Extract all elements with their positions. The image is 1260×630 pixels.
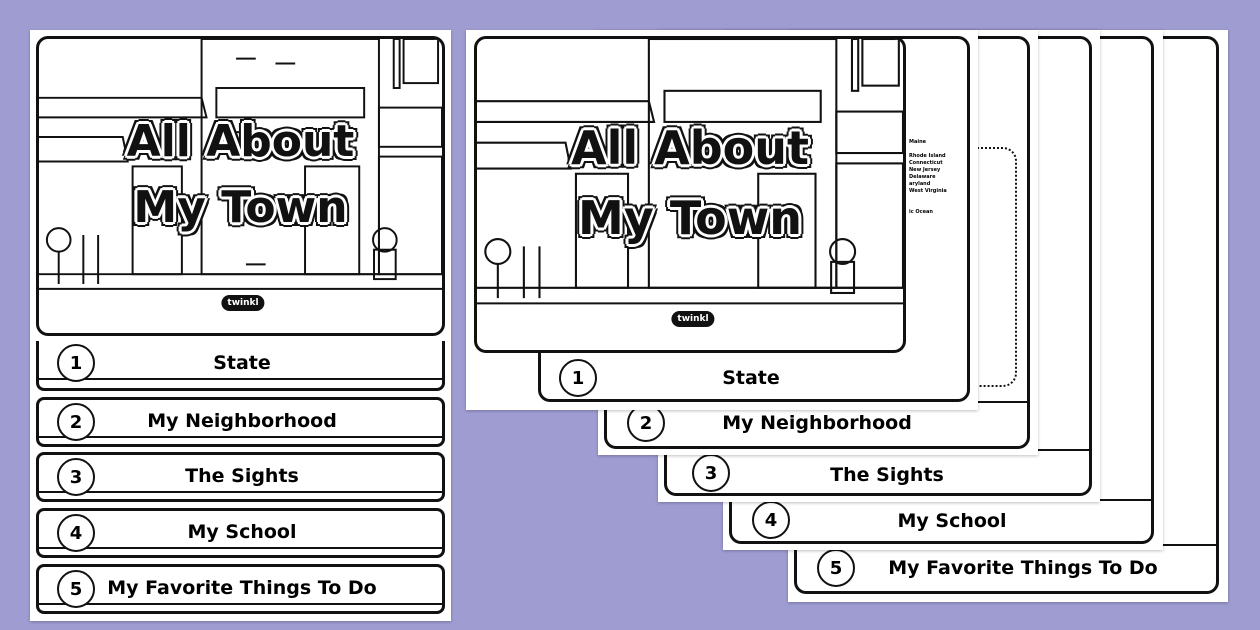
section-number: 5 (57, 570, 95, 608)
section-strip-4: 4 My School (36, 508, 445, 558)
section-label: State (722, 367, 780, 389)
cover-title-line2: My Town (578, 191, 802, 245)
cover-illustration: All About My Town twinkl (36, 36, 445, 336)
section-strip-3: 3 The Sights (36, 452, 445, 502)
section-label: The Sights (185, 465, 299, 487)
cover-title-line2: My Town (133, 182, 348, 233)
cover-illustration: All About My Town twinkl (474, 36, 906, 353)
page-1: 1 State Maine Rhode Island Connecticut N… (466, 30, 978, 410)
state-map-labels: Maine Rhode Island Connecticut New Jerse… (909, 139, 947, 216)
section-number: 3 (692, 454, 730, 492)
map-label: West Virginia (909, 188, 947, 194)
map-label: Rhode Island (909, 153, 946, 159)
section-number: 2 (627, 404, 665, 442)
map-label: ic Ocean (909, 209, 933, 215)
map-label: Connecticut (909, 160, 943, 166)
section-number: 2 (57, 403, 95, 441)
cover-title-line1: All About (570, 121, 810, 175)
section-label: My School (187, 521, 297, 543)
section-number: 1 (559, 359, 597, 397)
town-street-drawing (39, 39, 442, 290)
twinkl-logo: twinkl (671, 311, 715, 327)
section-label: My Favorite Things To Do (107, 577, 377, 599)
cover-title-line1: All About (126, 116, 355, 167)
map-label: New Jersey (909, 167, 941, 173)
section-number: 4 (752, 501, 790, 539)
map-label: aryland (909, 181, 931, 187)
left-worksheet: All About My Town twinkl 1 State 2 My Ne… (30, 30, 451, 621)
section-strip-1: 1 State (36, 341, 445, 391)
section-number: 5 (817, 549, 855, 587)
section-strip-5: 5 My Favorite Things To Do (36, 564, 445, 614)
map-label: Maine (909, 139, 927, 145)
section-label: My Neighborhood (722, 412, 912, 434)
twinkl-logo: twinkl (221, 295, 265, 311)
map-label: Delaware (909, 174, 936, 180)
town-street-drawing (477, 39, 903, 305)
section-label: State (213, 352, 271, 374)
section-strip-2: 2 My Neighborhood (36, 397, 445, 447)
section-number: 1 (57, 344, 95, 382)
section-label: My Favorite Things To Do (888, 557, 1158, 579)
section-label: My Neighborhood (147, 410, 337, 432)
section-number: 4 (57, 514, 95, 552)
section-number: 3 (57, 458, 95, 496)
section-label: My School (897, 510, 1007, 532)
section-label: The Sights (830, 464, 944, 486)
